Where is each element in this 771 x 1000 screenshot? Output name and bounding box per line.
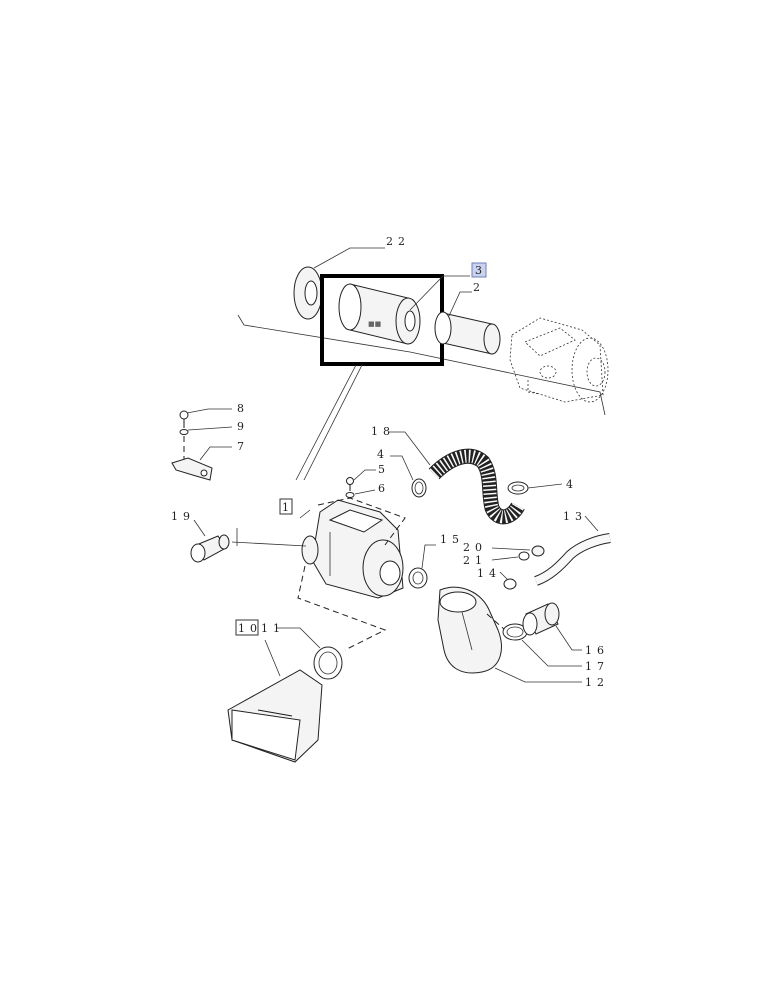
label-20: 20 bbox=[463, 541, 487, 554]
leader-5 bbox=[353, 469, 376, 481]
axis-line-19 bbox=[231, 541, 307, 547]
part-8-bolt[interactable] bbox=[179, 410, 189, 428]
leader-11 bbox=[276, 627, 321, 649]
label-1-box bbox=[279, 498, 293, 515]
leader-7 bbox=[199, 446, 232, 461]
part-4-hose-clamp-b[interactable] bbox=[507, 481, 529, 495]
leader-10 bbox=[264, 639, 281, 677]
part-15-clamp[interactable] bbox=[408, 567, 428, 589]
leader-3 bbox=[409, 275, 470, 311]
part-16-sleeve[interactable] bbox=[522, 602, 560, 636]
leader-19 bbox=[193, 519, 206, 537]
part-1-air-cleaner-housing[interactable] bbox=[301, 499, 404, 599]
part-22-end-cap[interactable] bbox=[293, 266, 323, 320]
label-14: 14 bbox=[477, 567, 501, 580]
leader-22 bbox=[313, 247, 385, 269]
leader-13 bbox=[584, 515, 599, 532]
label-15: 15 bbox=[440, 533, 464, 546]
label-18: 18 bbox=[371, 425, 395, 438]
axis-line-12 bbox=[486, 613, 506, 631]
label-2: 2 bbox=[473, 281, 485, 294]
label-11: 11 bbox=[261, 622, 285, 635]
leader-15 bbox=[421, 544, 436, 569]
part-3-filter-cartridge[interactable]: ■■ bbox=[338, 283, 421, 345]
label-10: 10 bbox=[238, 622, 262, 635]
label-13: 13 bbox=[563, 510, 587, 523]
leader-4b bbox=[527, 483, 563, 489]
label-17: 17 bbox=[585, 660, 609, 673]
link-line-b bbox=[303, 364, 363, 481]
label-5: 5 bbox=[378, 463, 390, 476]
leader-20 bbox=[491, 547, 531, 551]
label-21: 21 bbox=[463, 554, 487, 567]
leader-17 bbox=[521, 639, 582, 667]
label-16: 16 bbox=[585, 644, 609, 657]
label-3[interactable]: 3 bbox=[475, 264, 487, 277]
air-filter-housing-ghost bbox=[509, 317, 609, 403]
part-14-clip[interactable] bbox=[503, 578, 517, 590]
housing-mount-outline bbox=[317, 497, 406, 546]
leader-12 bbox=[494, 667, 582, 683]
leader-14 bbox=[499, 571, 509, 581]
part-10-precleaner-hood[interactable] bbox=[227, 669, 323, 763]
label-10-box bbox=[235, 619, 259, 636]
label-7: 7 bbox=[237, 440, 249, 453]
leader-6 bbox=[354, 489, 376, 495]
svg-text:■■: ■■ bbox=[368, 320, 381, 328]
part-19-dust-valve[interactable] bbox=[190, 534, 230, 563]
part-2-safety-element[interactable] bbox=[434, 311, 501, 355]
label-6: 6 bbox=[378, 482, 390, 495]
part-5-screw[interactable] bbox=[346, 477, 354, 492]
leader-16 bbox=[555, 625, 582, 651]
leader-8 bbox=[186, 408, 232, 414]
part-9-washer[interactable] bbox=[179, 429, 189, 435]
part-21-seal[interactable] bbox=[518, 551, 530, 561]
label-8: 8 bbox=[237, 402, 249, 415]
leader-4a bbox=[390, 455, 414, 481]
label-22: 22 bbox=[386, 235, 410, 248]
leader-2 bbox=[448, 291, 472, 317]
part-6-washer[interactable] bbox=[345, 492, 355, 498]
part-12-elbow-hose[interactable] bbox=[437, 586, 502, 674]
part-11-clamp[interactable] bbox=[313, 646, 343, 680]
part-4-hose-clamp-a[interactable] bbox=[411, 478, 427, 498]
label-12: 12 bbox=[585, 676, 609, 689]
leader-9 bbox=[187, 426, 233, 431]
link-line-a bbox=[295, 364, 357, 481]
part-13-pipe[interactable] bbox=[534, 533, 611, 586]
label-1: 1 bbox=[282, 501, 294, 514]
part-7-bracket[interactable] bbox=[171, 457, 213, 481]
leader-1 bbox=[299, 509, 311, 519]
label-9: 9 bbox=[237, 420, 249, 433]
part-18-flexible-hose[interactable] bbox=[428, 448, 525, 525]
assembly-guide-line bbox=[237, 314, 606, 416]
part-20-fitting[interactable] bbox=[531, 545, 545, 557]
leader-21 bbox=[491, 556, 519, 561]
label-4b: 4 bbox=[566, 478, 578, 491]
leader-18 bbox=[388, 431, 431, 466]
label-3-highlight bbox=[471, 262, 487, 278]
label-4a: 4 bbox=[377, 448, 389, 461]
label-19: 19 bbox=[171, 510, 195, 523]
